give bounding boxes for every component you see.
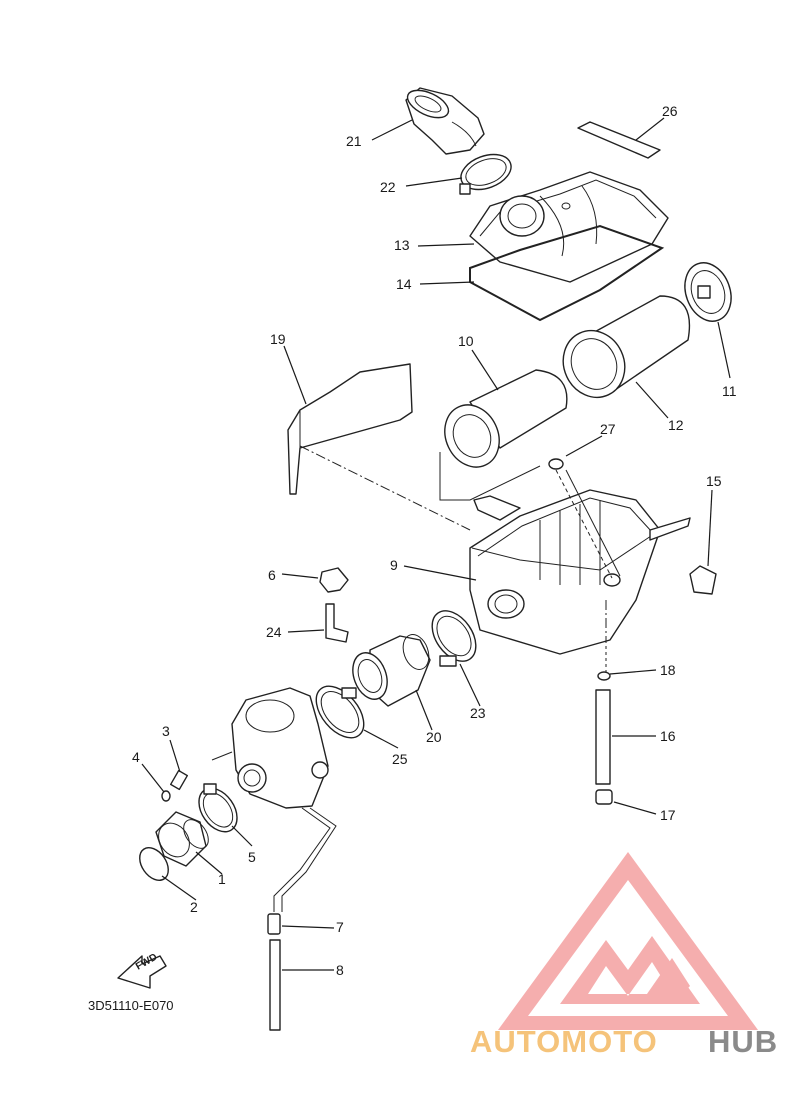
part-6-cap: [319, 567, 349, 593]
callout-16: 16: [660, 728, 676, 744]
part-22-band: [459, 153, 512, 195]
part-24-pipe: [325, 603, 349, 643]
callout-5: 5: [248, 849, 256, 865]
callout-18: 18: [660, 662, 676, 678]
callout-12: 12: [668, 417, 684, 433]
center-lines: [299, 445, 607, 640]
watermark-brand-automoto: AUTOMOTO: [470, 1024, 658, 1059]
part-3-screw: [169, 769, 189, 791]
part-17-plug: [595, 789, 613, 805]
leader-lines: [141, 117, 731, 971]
callout-26: 26: [662, 103, 678, 119]
callout-8: 8: [336, 962, 344, 978]
part-15-clip: [689, 565, 717, 595]
callout-15: 15: [706, 473, 722, 489]
callout-21: 21: [346, 133, 362, 149]
callout-17: 17: [660, 807, 676, 823]
part-19-cover: [287, 363, 413, 495]
callout-1: 1: [218, 871, 226, 887]
callouts: 1 2 3 4 5 6 7 8 9 10 11 12 13 14 15 16 1…: [132, 103, 737, 978]
callout-19: 19: [270, 331, 286, 347]
callout-22: 22: [380, 179, 396, 195]
part-2-o-ring: [139, 847, 169, 881]
part-21-intake-duct: [405, 87, 485, 155]
callout-24: 24: [266, 624, 282, 640]
part-23-band: [431, 610, 477, 667]
part-1-joint: [155, 811, 209, 867]
callout-10: 10: [458, 333, 474, 349]
part-7-joint: [267, 913, 281, 935]
part-18-clip: [597, 640, 611, 681]
callout-20: 20: [426, 729, 442, 745]
callout-25: 25: [392, 751, 408, 767]
callout-4: 4: [132, 749, 140, 765]
part-9-case: [469, 489, 691, 655]
callout-7: 7: [336, 919, 344, 935]
callout-23: 23: [470, 705, 486, 721]
fwd-arrow: FWD: [117, 952, 167, 989]
callout-3: 3: [162, 723, 170, 739]
part-27-bolt: [548, 458, 621, 579]
part-11-cap: [684, 262, 732, 322]
callout-6: 6: [268, 567, 276, 583]
callout-14: 14: [396, 276, 412, 292]
part-10-element-inner: [439, 369, 568, 501]
part-25-band: [315, 685, 365, 739]
callout-27: 27: [600, 421, 616, 437]
callout-9: 9: [390, 557, 398, 573]
part-16-hose: [595, 689, 611, 785]
watermark-logo: [498, 852, 758, 1030]
part-20-joint: [352, 634, 431, 707]
diagram-code: 3D51110-E070: [88, 998, 174, 1013]
part-5-band: [198, 783, 238, 833]
part-14-gasket: [469, 224, 665, 322]
part-26-label: [577, 121, 661, 159]
watermark-brand-hub: HUB: [708, 1024, 778, 1059]
callout-11: 11: [722, 383, 737, 399]
part-4-nipple: [161, 790, 171, 802]
watermark-text: AUTOMOTO HUB: [470, 1024, 778, 1059]
callout-2: 2: [190, 899, 198, 915]
callout-13: 13: [394, 237, 410, 253]
part-12-element: [562, 295, 691, 399]
part-13-case-cap: [469, 171, 669, 283]
part-8-hose: [269, 939, 281, 1031]
part-carburetor: [211, 687, 337, 912]
